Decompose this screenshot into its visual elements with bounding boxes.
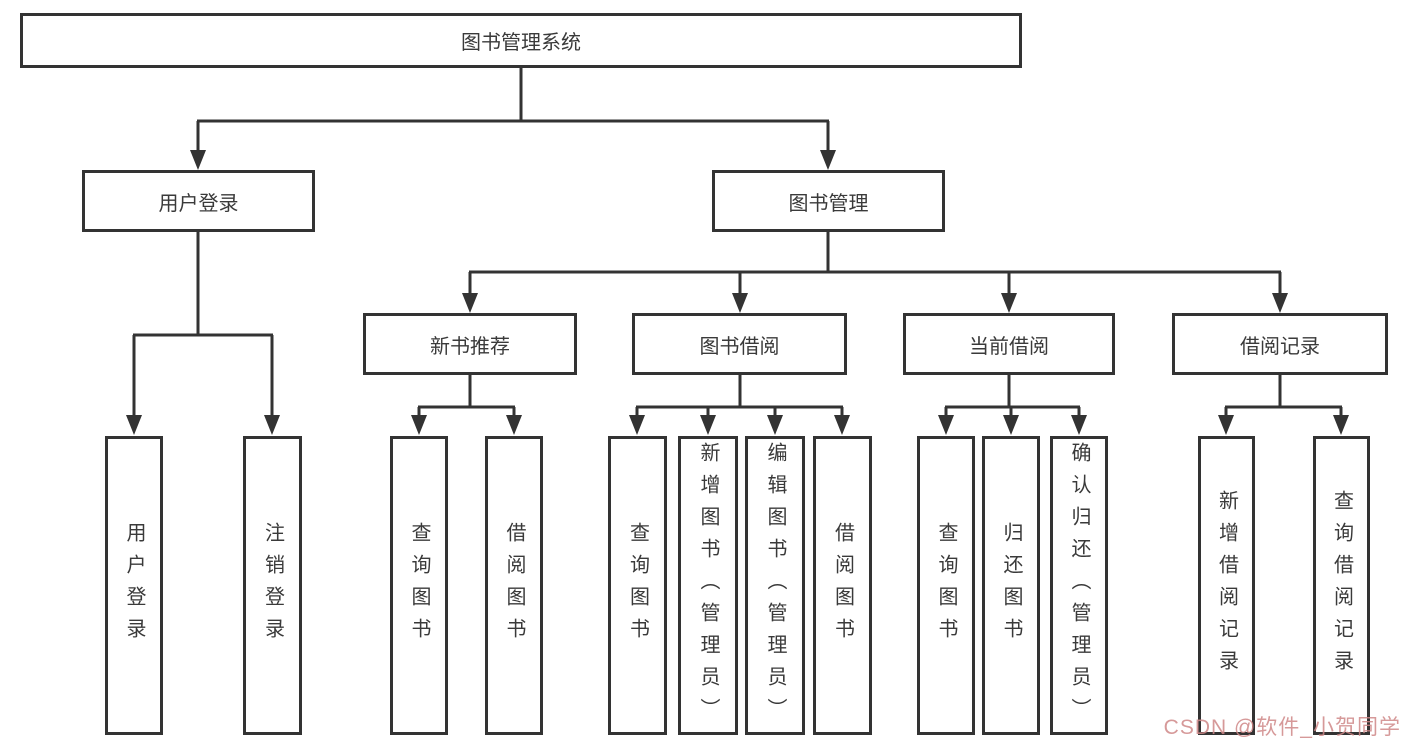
connector-book-mgmt-to-level3 (462, 232, 1288, 313)
node-book-management: 图书管理 (712, 170, 945, 232)
node-book-borrow: 图书借阅 (632, 313, 847, 375)
connector-new-rec-to-leaves (411, 375, 522, 435)
leaf-bb-query-books: 查询图书 (608, 436, 667, 735)
node-current-borrow: 当前借阅 (903, 313, 1115, 375)
leaf-cb-query-books: 查询图书 (917, 436, 975, 735)
leaf-user-login: 用户登录 (105, 436, 163, 735)
leaf-bb-borrow-books: 借阅图书 (813, 436, 872, 735)
node-borrow-records: 借阅记录 (1172, 313, 1388, 375)
connector-root-to-level2 (190, 68, 836, 170)
leaf-rec-query-books: 查询图书 (390, 436, 448, 735)
leaf-cb-confirm-return-admin: 确认归还（管理员） (1050, 436, 1108, 735)
connector-book-borrow-to-leaves (629, 375, 850, 435)
node-user-login: 用户登录 (82, 170, 315, 232)
leaf-br-query-record: 查询借阅记录 (1313, 436, 1370, 735)
leaf-cb-return-books: 归还图书 (982, 436, 1040, 735)
node-new-book-recommend: 新书推荐 (363, 313, 577, 375)
connector-records-to-leaves (1218, 375, 1349, 435)
leaf-rec-borrow-books: 借阅图书 (485, 436, 543, 735)
leaf-br-add-record: 新增借阅记录 (1198, 436, 1255, 735)
leaf-bb-add-books-admin: 新增图书（管理员） (678, 436, 738, 735)
csdn-watermark: CSDN @软件_小贺同学 (1163, 716, 1401, 739)
connector-user-login-to-leaves (126, 232, 280, 435)
node-book-management-system: 图书管理系统 (20, 13, 1022, 68)
connector-current-borrow-to-leaves (938, 375, 1087, 435)
leaf-logout: 注销登录 (243, 436, 302, 735)
leaf-bb-edit-books-admin: 编辑图书（管理员） (745, 436, 805, 735)
